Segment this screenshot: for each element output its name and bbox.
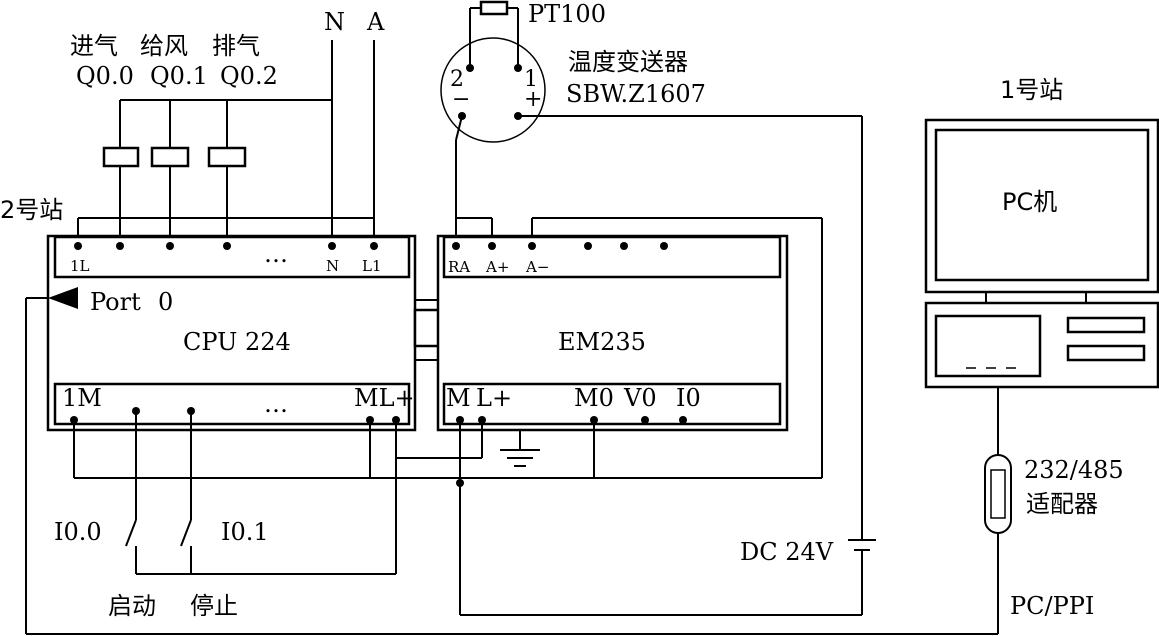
output-coils [77,40,375,245]
label-intake: 进气 [70,32,118,60]
coil-q02 [207,146,247,168]
label-stop: 停止 [190,592,238,620]
terminal-i0: I0 [676,384,701,412]
port-arrow [48,287,78,309]
label-q02: Q0.2 [220,62,278,90]
label-q00: Q0.0 [76,62,134,90]
label-plus: + [524,87,542,112]
label-pc-ppi: PC/PPI [1010,592,1094,620]
ellipsis-bottom: … [264,390,288,418]
input-switches [125,411,396,575]
label-exhaust: 排气 [212,32,260,60]
label-transmitter-model: SBW.Z1607 [566,80,706,108]
dc-supply [848,539,876,615]
label-station-1: 1号站 [1000,76,1063,104]
label-port-num: 0 [158,288,173,316]
ground-symbol [500,430,540,467]
switch-start [125,519,137,547]
pt100-sensor [479,0,509,16]
terminal-v0: V0 [623,384,657,412]
label-pt100: PT100 [528,0,606,28]
terminal-l1: L1 [362,257,382,275]
label-start: 启动 [108,592,156,620]
label-supply-air: 给风 [140,32,188,60]
label-cpu: CPU 224 [183,328,291,356]
terminal-ra: RA [448,258,470,276]
terminal-a-minus: A− [525,258,549,276]
terminal-1l: 1L [70,257,90,275]
label-em: EM235 [558,328,646,356]
em235-module: RA A+ A− EM235 M L+ M0 V0 I0 [436,234,789,432]
transmitter-circle [440,37,546,143]
label-minus: − [452,87,470,112]
label-port: Port [90,288,141,316]
cpu-224-module: 1L … N L1 Port 0 CPU 224 1M … ML+ [46,234,417,432]
terminal-m0: M0 [574,384,614,412]
label-adapter-num: 232/485 [1024,456,1124,484]
terminal-l-plus: L+ [476,384,512,412]
label-transmitter: 温度变送器 [568,48,688,76]
label-station-2: 2号站 [0,196,63,224]
label-pin2: 2 [450,67,464,92]
label-i00: I0.0 [54,518,102,546]
label-q01: Q0.1 [150,62,208,90]
rs232-485-adapter [984,454,1012,534]
pc-computer [924,118,1159,389]
terminal-ml: ML+ [354,384,415,412]
temperature-transmitter: 2 1 − + [440,0,546,143]
ellipsis-top: … [264,240,288,268]
label-pc: PC机 [1002,188,1057,216]
label-a: A [366,8,385,36]
coil-q00 [102,146,140,168]
terminal-m: M [446,384,471,412]
label-dc24: DC 24V [740,538,834,566]
coil-q01 [150,146,190,168]
terminal-1m: 1M [62,384,102,412]
label-pin1: 1 [524,67,538,92]
pc-drive [934,314,1042,378]
switch-stop [180,519,192,547]
terminal-a-plus: A+ [485,258,509,276]
label-adapter: 适配器 [1026,490,1098,518]
label-i01: I0.1 [221,518,269,546]
terminal-n: N [326,257,339,275]
pc-screen [934,128,1150,282]
label-n: N [324,8,345,36]
